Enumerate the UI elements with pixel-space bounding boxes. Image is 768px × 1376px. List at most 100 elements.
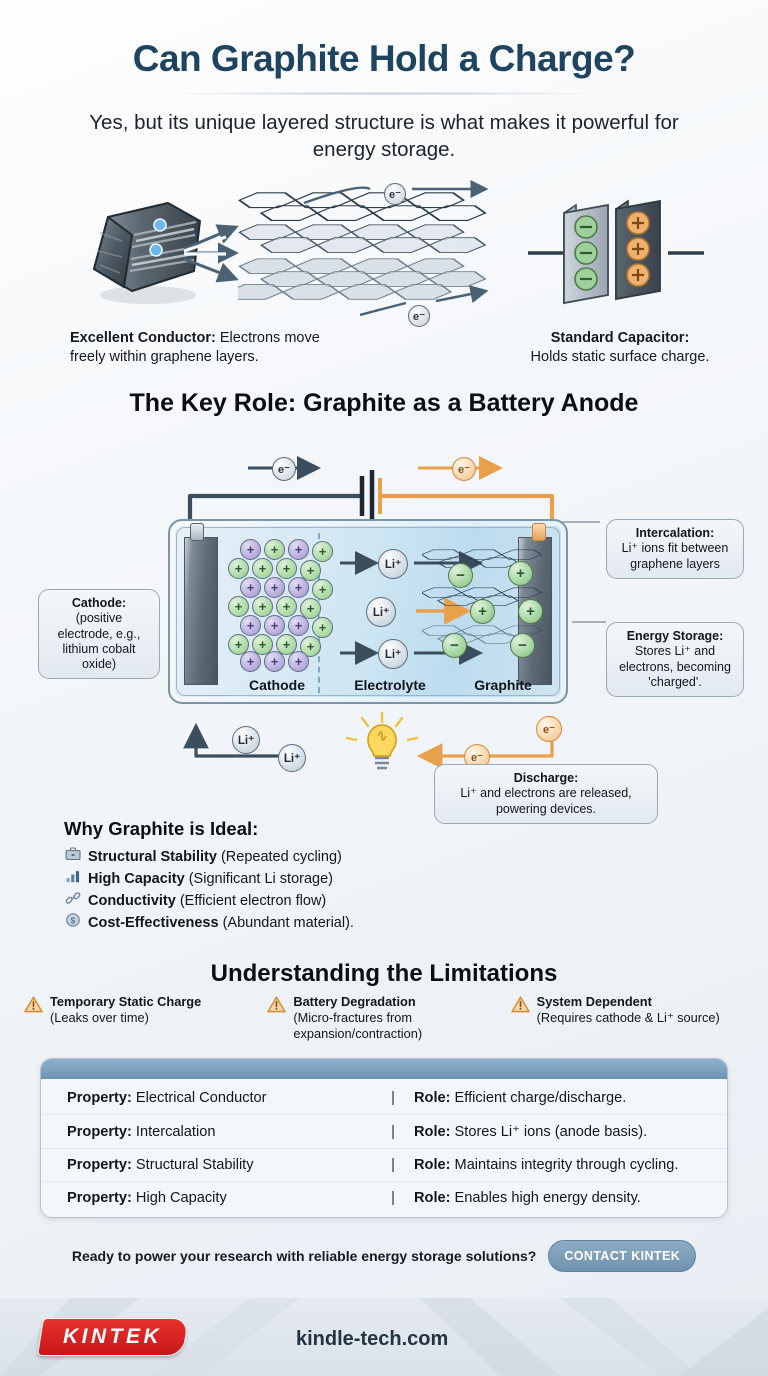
electron-flow-arrow-top xyxy=(303,179,489,205)
li-ion-electrolyte-2: Li⁺ xyxy=(366,597,396,628)
conductor-caption-bold: Excellent Conductor: xyxy=(70,330,216,347)
stored-ion-3: + xyxy=(518,599,543,625)
table-cell-property: Property: Electrical Conductor xyxy=(67,1090,267,1107)
zone-label-graphite: Graphite xyxy=(474,677,532,694)
warning-icon xyxy=(24,996,43,1013)
why-ideal-section: Why Graphite is Ideal: Structural Stabil… xyxy=(64,818,464,934)
page-subtitle: Yes, but its unique layered structure is… xyxy=(89,111,679,162)
rock-to-lattice-arrows xyxy=(180,207,250,297)
limitations-heading: Understanding the Limitations xyxy=(210,960,558,987)
zone-label-electrolyte: Electrolyte xyxy=(354,677,426,694)
conductor-caption-rest: Electrons move freely within graphene la… xyxy=(70,330,320,365)
battery-section-heading: The Key Role: Graphite as a Battery Anod… xyxy=(129,389,639,418)
electron-flow-arrow-bottom xyxy=(360,285,489,317)
stored-electron-2: − xyxy=(442,633,467,659)
warning-icon xyxy=(510,996,530,1013)
limitations-list: Temporary Static Charge(Leaks over time)… xyxy=(0,988,768,1042)
callout-cathode-body: (positive electrode, e.g., lithium cobal… xyxy=(57,611,141,672)
page-title: Can Graphite Hold a Charge? xyxy=(132,38,636,79)
capacitor-caption-body: Holds static surface charge. xyxy=(530,348,710,365)
conductor-caption: Excellent Conductor: Electrons move free… xyxy=(70,329,330,367)
table-cell-property: Property: High Capacity xyxy=(67,1190,227,1207)
table-cell-property: Property: Structural Stability xyxy=(67,1157,254,1174)
table-row: Property: Electrical Conductor | Role: E… xyxy=(41,1082,727,1116)
limitation-text: Battery Degradation(Micro-fractures from… xyxy=(293,994,423,1042)
limitation-text: System Dependent(Requires cathode & Li⁺ … xyxy=(536,994,720,1026)
top-diagram-row: e⁻ e⁻ xyxy=(0,177,768,377)
why-item-cost-effectiveness: $ Cost-Effectiveness (Abundant material)… xyxy=(64,912,464,934)
cta-text: Ready to power your research with reliab… xyxy=(71,1248,537,1265)
property-role-table: Property: Electrical Conductor | Role: E… xyxy=(40,1058,728,1219)
title-divider xyxy=(169,92,599,95)
table-row: Property: High Capacity | Role: Enables … xyxy=(41,1182,727,1214)
table-separator: | xyxy=(391,1090,395,1107)
callout-cathode-title: Cathode: xyxy=(71,596,127,611)
website-url: kindle-tech.com xyxy=(296,1328,449,1350)
electron-badge-return-1: e⁻ xyxy=(536,716,562,743)
bar-chart-icon xyxy=(64,868,81,890)
callout-discharge-body: Li⁺ and electrons are released, powering… xyxy=(460,786,632,816)
graphene-layers-icon xyxy=(225,187,488,312)
stored-electron-1: − xyxy=(448,563,473,589)
table-row: Property: Structural Stability | Role: M… xyxy=(41,1149,727,1183)
dollar-icon: $ xyxy=(64,912,81,934)
battery-diagram: e⁻ e⁻ e⁻ e⁻ Li⁺ Li⁺ xyxy=(0,426,768,824)
contact-kintek-button[interactable]: CONTACT KINTEK xyxy=(548,1240,697,1273)
limitation-item: Battery Degradation(Micro-fractures from… xyxy=(267,994,500,1042)
callout-energy-storage-body: Stores Li⁺ and electrons, becoming 'char… xyxy=(619,644,731,689)
battery-cell: + + + + + + + + + + + + + + + + + + + + xyxy=(168,519,568,705)
limitation-item: System Dependent(Requires cathode & Li⁺ … xyxy=(510,994,744,1042)
capacitor-caption-title: Standard Capacitor: xyxy=(550,330,690,347)
electron-badge-discharge-top: e⁻ xyxy=(452,457,476,482)
table-row: Property: Intercalation | Role: Stores L… xyxy=(41,1115,727,1150)
table-header-bar xyxy=(41,1059,727,1080)
limitations-section: Understanding the Limitations Temporary … xyxy=(0,960,768,1273)
cathode-electrode xyxy=(184,537,218,686)
li-ion-electrolyte-1: Li⁺ xyxy=(378,549,408,580)
graphite-rock-icon xyxy=(72,195,212,305)
footer: KINTEK kindle-tech.com xyxy=(0,1298,768,1376)
capacitor-icon xyxy=(520,191,710,321)
why-item-text: Structural Stability (Repeated cycling) xyxy=(88,849,342,865)
table-separator: | xyxy=(391,1123,395,1140)
warning-icon xyxy=(267,996,287,1013)
callout-discharge: Discharge: Li⁺ and electrons are release… xyxy=(434,764,658,824)
table-cell-role: Role: Efficient charge/discharge. xyxy=(414,1090,627,1107)
electron-badge-top: e⁻ xyxy=(384,183,406,206)
capacitor-caption: Standard Capacitor: Holds static surface… xyxy=(520,329,720,367)
electron-badge-bottom: e⁻ xyxy=(408,305,430,328)
why-item-text: High Capacity (Significant Li storage) xyxy=(88,871,333,888)
link-icon xyxy=(64,890,81,912)
table-separator: | xyxy=(391,1157,395,1174)
table-cell-role: Role: Enables high energy density. xyxy=(414,1190,641,1207)
why-item-text: Cost-Effectiveness (Abundant material). xyxy=(88,915,354,932)
electron-badge-charge: e⁻ xyxy=(272,457,296,482)
li-ion-return-1: Li⁺ xyxy=(232,726,260,755)
callout-intercalation-body: Li⁺ ions fit between graphene layers xyxy=(621,541,729,571)
table-cell-role: Role: Maintains integrity through cyclin… xyxy=(414,1157,679,1174)
cathode-ion-grid: + + + + + + + + + + + + + + + + + + + + xyxy=(226,539,344,673)
cathode-terminal xyxy=(190,523,204,542)
briefcase-icon xyxy=(64,846,81,868)
stored-electron-3: − xyxy=(510,633,535,659)
table-body: Property: Electrical Conductor | Role: E… xyxy=(41,1079,727,1218)
stored-ion-2: + xyxy=(470,599,495,625)
table-cell-role: Role: Stores Li⁺ ions (anode basis). xyxy=(414,1124,648,1141)
why-item-conductivity: Conductivity (Efficient electron flow) xyxy=(64,890,464,912)
cta-row: Ready to power your research with reliab… xyxy=(0,1240,768,1273)
table-separator: | xyxy=(391,1190,395,1207)
callout-cathode: Cathode: (positive electrode, e.g., lith… xyxy=(38,589,160,680)
why-ideal-heading: Why Graphite is Ideal: xyxy=(64,818,259,839)
why-item-high-capacity: High Capacity (Significant Li storage) xyxy=(64,868,464,890)
kintek-logo: KINTEK xyxy=(36,1318,190,1356)
limitation-item: Temporary Static Charge(Leaks over time) xyxy=(24,994,257,1042)
callout-energy-storage-title: Energy Storage: xyxy=(626,629,724,644)
why-item-text: Conductivity (Efficient electron flow) xyxy=(88,893,327,910)
callout-intercalation: Intercalation: Li⁺ ions fit between grap… xyxy=(606,519,744,579)
zone-label-cathode: Cathode xyxy=(249,677,305,694)
cell-inner-border xyxy=(176,527,560,697)
table-cell-property: Property: Intercalation xyxy=(67,1123,216,1140)
callout-discharge-title: Discharge: xyxy=(513,771,579,786)
limitation-text: Temporary Static Charge(Leaks over time) xyxy=(50,994,202,1026)
